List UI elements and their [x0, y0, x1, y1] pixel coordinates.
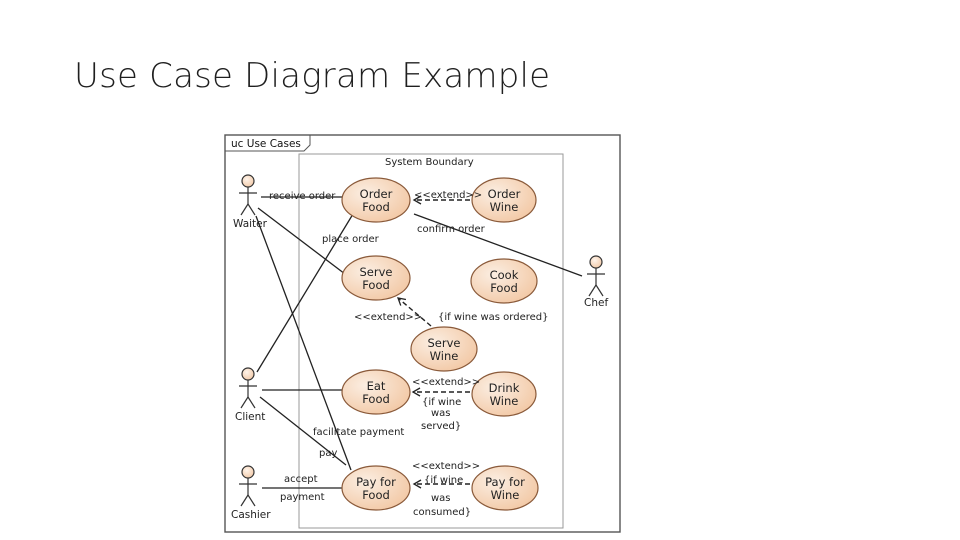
use-case-label: Order	[360, 187, 393, 201]
system-boundary	[298, 153, 564, 529]
actor-chef	[587, 255, 605, 297]
use-case-label: Food	[362, 392, 390, 406]
use-case-label: Serve	[360, 265, 393, 279]
slide-title: Use Case Diagram Example	[74, 56, 551, 96]
client-order-food-line	[256, 213, 354, 373]
condition-drink-wine: {if wine	[422, 397, 461, 408]
actor-name-cashier: Cashier	[231, 509, 271, 521]
use-case-diagram: uc Use Cases System Boundary Order Food …	[224, 134, 622, 534]
label-facilitate-payment: facilitate payment	[313, 427, 404, 438]
boundary-label: System Boundary	[385, 157, 474, 168]
waiter-pay-food-line	[255, 215, 352, 471]
condition-drink-wine: served}	[421, 421, 461, 432]
label-payment: payment	[280, 492, 325, 503]
order-food-chef-line	[413, 213, 583, 277]
use-case-serve-wine: Serve Wine	[410, 326, 478, 372]
waiter-serve-food-line	[257, 207, 346, 275]
use-case-drink-wine: Drink Wine	[471, 371, 537, 417]
actor-cashier	[239, 465, 257, 507]
use-case-cook-food: Cook Food	[470, 258, 538, 304]
use-case-label: Order	[488, 187, 521, 201]
actor-name-waiter: Waiter	[233, 218, 268, 230]
serve-wine-extend-arrow	[397, 297, 432, 327]
use-case-label: Wine	[490, 394, 519, 408]
use-case-label: Eat	[367, 379, 386, 393]
condition-pay-for-wine: {if wine	[424, 475, 463, 486]
extend-label-serve-wine: <<extend>>	[354, 312, 422, 323]
use-case-label: Drink	[489, 381, 520, 395]
use-case-label: Food	[362, 200, 390, 214]
label-receive-order: receive order	[269, 191, 336, 202]
use-case-label: Food	[362, 488, 390, 502]
use-case-serve-food: Serve Food	[341, 255, 411, 301]
frame-tab	[225, 135, 311, 152]
use-case-label: Serve	[428, 336, 461, 350]
use-case-order-food: Order Food	[341, 177, 411, 223]
condition-pay-for-wine: consumed}	[413, 507, 471, 518]
use-case-label: Food	[362, 278, 390, 292]
label-place-order: place order	[322, 234, 380, 245]
use-case-label: Pay for	[485, 475, 525, 489]
use-case-label: Food	[490, 281, 518, 295]
actor-waiter	[239, 174, 257, 216]
actor-name-client: Client	[235, 411, 265, 423]
client-pay-food-line	[259, 396, 347, 466]
use-case-eat-food: Eat Food	[341, 369, 411, 415]
use-case-label: Wine	[430, 349, 459, 363]
use-case-label: Wine	[490, 200, 519, 214]
use-case-pay-for-food: Pay for Food	[341, 465, 411, 511]
use-case-label: Pay for	[356, 475, 396, 489]
condition-serve-wine: {if wine was ordered}	[438, 312, 548, 323]
extend-label-pay-for-wine: <<extend>>	[412, 461, 480, 472]
condition-drink-wine: was	[431, 408, 451, 419]
extend-label-order-wine: <<extend>>	[414, 190, 482, 201]
label-confirm-order: confirm order	[417, 224, 486, 235]
use-case-label: Wine	[491, 488, 520, 502]
label-accept: accept	[284, 474, 318, 485]
use-case-order-wine: Order Wine	[471, 177, 537, 223]
extend-label-drink-wine: <<extend>>	[412, 377, 480, 388]
condition-pay-for-wine: was	[431, 493, 451, 504]
use-case-pay-for-wine: Pay for Wine	[471, 465, 539, 511]
actor-name-chef: Chef	[584, 297, 608, 309]
use-case-label: Cook	[490, 268, 519, 282]
actor-client	[239, 367, 257, 409]
label-pay: pay	[319, 448, 337, 459]
frame-label: uc Use Cases	[231, 138, 301, 150]
extend-arrows	[397, 195, 470, 489]
association-lines	[255, 196, 583, 489]
